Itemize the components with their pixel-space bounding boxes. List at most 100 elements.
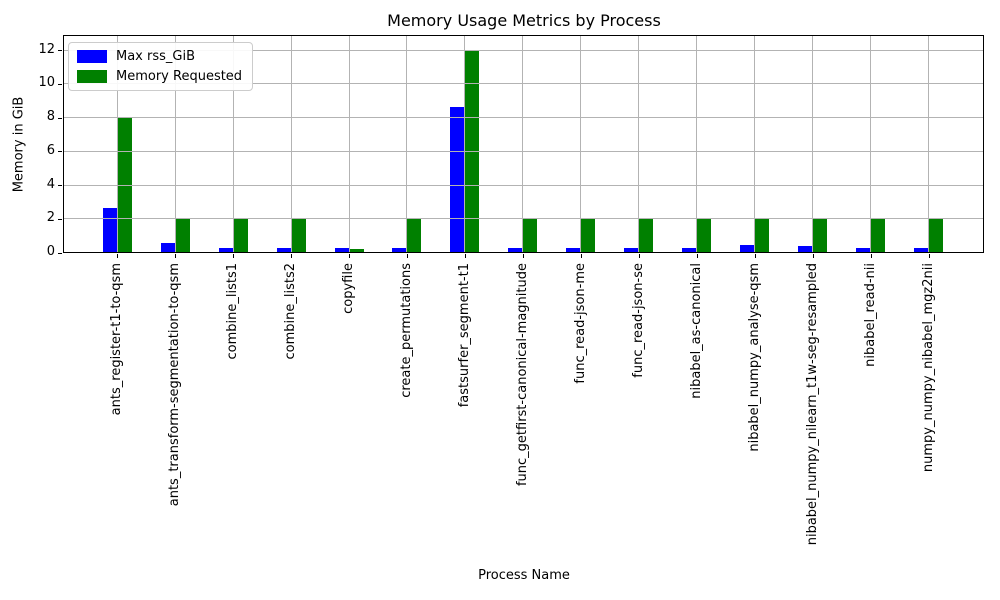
gridline-v — [464, 36, 466, 252]
x-tick-mark — [754, 254, 756, 258]
bar-max-rss-nibabel_numpy_nilearn_t1w-seg-resampled — [798, 246, 813, 252]
bar-max-rss-func_getfirst-canonical-magnitude — [508, 247, 523, 252]
x-tick-label-ants_register-t1-to-qsm: ants_register-t1-to-qsm — [109, 263, 125, 416]
x-tick-label-fastsurfer_segment-t1: fastsurfer_segment-t1 — [456, 263, 472, 408]
bar-mem-requested-func_read-json-se — [638, 218, 654, 252]
gridline-v — [406, 36, 408, 252]
bar-mem-requested-create_permutations — [406, 218, 422, 252]
x-tick-label-ants_transform-segmentation-to-qsm: ants_transform-segmentation-to-qsm — [167, 263, 183, 507]
x-tick-mark — [233, 254, 235, 258]
legend-swatch-max-rss — [77, 50, 107, 63]
x-tick-label-func_read-json-se: func_read-json-se — [630, 263, 646, 378]
y-tick-mark — [58, 83, 62, 85]
y-tick-label: 10 — [38, 75, 55, 91]
x-tick-mark — [175, 254, 177, 258]
x-tick-mark — [291, 254, 293, 258]
bar-max-rss-nibabel_numpy_analyse-qsm — [740, 245, 755, 252]
legend: Max rss_GiB Memory Requested — [68, 42, 254, 91]
legend-item-memory-requested: Memory Requested — [77, 69, 242, 84]
bar-max-rss-nibabel_read-nii — [856, 247, 871, 252]
x-tick-mark — [928, 254, 930, 258]
gridline-v — [348, 36, 350, 252]
gridline-v — [522, 36, 524, 252]
x-tick-label-nibabel_numpy_analyse-qsm: nibabel_numpy_analyse-qsm — [746, 263, 762, 452]
bar-max-rss-combine_lists2 — [276, 247, 292, 252]
y-tick-label: 0 — [46, 244, 55, 259]
gridline-v — [754, 36, 756, 252]
gridline-h — [64, 83, 983, 85]
bar-mem-requested-ants_transform-segmentation-to-qsm — [175, 218, 190, 252]
y-tick-label: 8 — [46, 109, 55, 124]
bar-max-rss-combine_lists1 — [218, 247, 234, 252]
gridline-v — [116, 36, 118, 252]
x-tick-label-func_getfirst-canonical-magnitude: func_getfirst-canonical-magnitude — [514, 263, 530, 487]
x-tick-label-copyfile: copyfile — [341, 263, 356, 314]
y-tick-mark — [58, 218, 62, 220]
legend-swatch-memory-requested — [77, 70, 107, 83]
x-tick-mark — [522, 254, 524, 258]
gridline-v — [812, 36, 814, 252]
y-tick-label: 4 — [46, 176, 55, 192]
y-tick-label: 6 — [46, 142, 55, 158]
gridline-v — [174, 36, 176, 252]
gridline-h — [64, 117, 983, 118]
gridline-h — [64, 49, 983, 51]
chart-title: Memory Usage Metrics by Process — [387, 11, 661, 30]
bar-mem-requested-combine_lists1 — [233, 218, 248, 252]
bar-mem-requested-copyfile — [349, 248, 364, 252]
y-tick-mark — [58, 252, 62, 254]
x-tick-mark — [580, 254, 582, 258]
legend-label-memory-requested: Memory Requested — [116, 69, 243, 84]
bar-max-rss-numpy_numpy_nibabel_mgz2nii — [914, 247, 929, 252]
gridline-v — [232, 36, 234, 252]
bar-mem-requested-nibabel_numpy_nilearn_t1w-seg-resampled — [812, 218, 828, 252]
x-tick-mark — [870, 254, 872, 258]
bar-max-rss-nibabel_as-canonical — [682, 247, 697, 252]
bar-mem-requested-nibabel_numpy_analyse-qsm — [754, 218, 770, 252]
legend-label-max-rss: Max rss_GiB — [116, 49, 196, 64]
bar-max-rss-func_read-json-se — [624, 247, 639, 252]
plot-area — [63, 35, 984, 253]
y-tick-mark — [58, 185, 62, 186]
x-tick-mark — [696, 254, 698, 258]
x-tick-label-numpy_numpy_nibabel_mgz2nii: numpy_numpy_nibabel_mgz2nii — [920, 263, 936, 473]
gridline-h — [64, 218, 983, 220]
x-tick-mark — [406, 254, 408, 258]
x-tick-label-func_read-json-me: func_read-json-me — [572, 263, 588, 384]
gridline-v — [580, 36, 582, 252]
bar-max-rss-copyfile — [334, 247, 349, 252]
gridline-v — [290, 36, 292, 252]
x-tick-label-create_permutations: create_permutations — [398, 263, 414, 398]
bar-max-rss-create_permutations — [392, 247, 407, 252]
legend-item-max-rss: Max rss_GiB — [77, 49, 242, 64]
x-tick-mark — [117, 254, 119, 258]
x-tick-mark — [638, 254, 640, 258]
y-tick-label: 2 — [46, 210, 55, 226]
bar-mem-requested-nibabel_read-nii — [870, 218, 886, 252]
bar-mem-requested-nibabel_as-canonical — [696, 218, 712, 252]
y-tick-mark — [58, 50, 62, 51]
y-tick-label: 12 — [38, 41, 55, 57]
bar-max-rss-func_read-json-me — [566, 247, 581, 252]
gridline-v — [696, 36, 698, 252]
bar-max-rss-fastsurfer_segment-t1 — [450, 106, 465, 252]
y-tick-mark — [58, 117, 62, 119]
bar-max-rss-ants_register-t1-to-qsm — [102, 208, 118, 252]
gridline-h — [64, 184, 983, 186]
bar-mem-requested-func_getfirst-canonical-magnitude — [522, 218, 538, 252]
y-tick-mark — [58, 151, 62, 153]
bar-mem-requested-func_read-json-me — [580, 218, 596, 252]
x-axis-label: Process Name — [478, 568, 570, 583]
x-tick-label-nibabel_as-canonical: nibabel_as-canonical — [688, 263, 704, 399]
bar-mem-requested-numpy_numpy_nibabel_mgz2nii — [928, 218, 943, 252]
x-tick-label-combine_lists2: combine_lists2 — [283, 263, 299, 360]
gridline-v — [870, 36, 872, 252]
x-tick-label-combine_lists1: combine_lists1 — [225, 263, 241, 360]
x-tick-mark — [464, 254, 466, 258]
x-tick-label-nibabel_read-nii: nibabel_read-nii — [862, 263, 878, 367]
bar-max-rss-ants_transform-segmentation-to-qsm — [160, 242, 176, 252]
gridline-h — [64, 150, 983, 152]
x-tick-mark — [812, 254, 814, 258]
bar-mem-requested-combine_lists2 — [291, 218, 306, 252]
